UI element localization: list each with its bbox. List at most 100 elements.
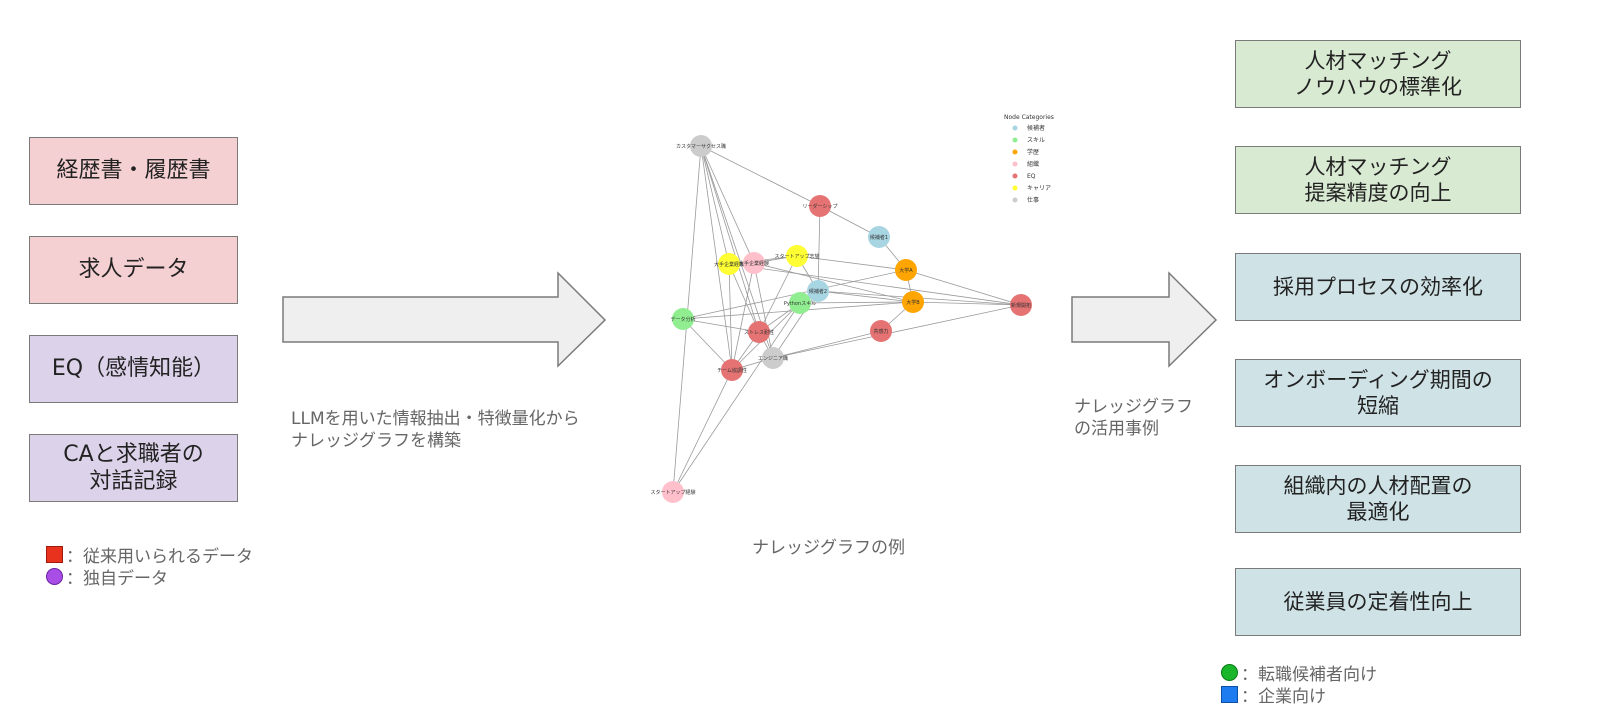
graph-edge xyxy=(817,290,914,303)
graph-node-label: ストレス耐性 xyxy=(744,329,774,336)
graph-node-circle xyxy=(672,308,694,330)
graph-node-circle xyxy=(721,359,743,381)
purple-circle-icon xyxy=(46,568,63,585)
graph-edge xyxy=(817,205,821,292)
graph-node-circle xyxy=(743,252,765,274)
graph-node: リーダーシップ xyxy=(803,195,838,217)
graph-edge xyxy=(700,145,755,264)
graph-node-label: 新規開拓 xyxy=(1011,302,1031,309)
graph-edge xyxy=(912,301,1022,306)
graph-node: スタートアップ志望 xyxy=(774,245,820,267)
graph-node: エンジニア職 xyxy=(758,347,788,369)
graph-node-circle xyxy=(902,291,924,313)
graph-legend-swatch xyxy=(1012,173,1018,179)
use-arrow xyxy=(1071,271,1218,368)
output-placement-optimization: 組織内の人材配置の 最適化 xyxy=(1235,465,1521,533)
graph-edge xyxy=(682,318,760,333)
blue-square-icon xyxy=(1221,686,1238,703)
graph-node: ストレス耐性 xyxy=(744,321,774,343)
red-square-icon xyxy=(46,546,63,563)
graph-node-circle xyxy=(807,280,829,302)
graph-node-label: リーダーシップ xyxy=(803,203,838,210)
graph-edge xyxy=(682,318,733,371)
graph-node-circle xyxy=(789,292,811,314)
graph-edge xyxy=(728,263,733,371)
process-arrow xyxy=(282,271,607,368)
graph-caption: ナレッジグラフの例 xyxy=(752,538,905,558)
output-retention: 従業員の定着性向上 xyxy=(1235,568,1521,636)
graph-node: 大手企業経験 xyxy=(714,253,744,275)
graph-node-label: スタートアップ志望 xyxy=(774,253,819,260)
graph-node: チーム協調性 xyxy=(717,359,747,381)
graph-node-label: 大学B xyxy=(906,299,920,306)
process-caption: LLMを用いた情報抽出・特徴量化から ナレッジグラフを構築 xyxy=(291,409,580,452)
graph-node-label: チーム協調性 xyxy=(717,367,747,374)
graph-node-circle xyxy=(748,321,770,343)
graph-edge xyxy=(799,301,914,304)
graph-node-label: 候補者2 xyxy=(809,288,827,295)
graph-legend-swatch xyxy=(1012,161,1018,167)
graph-legend-label: スキル xyxy=(1027,137,1045,144)
graph-node: 大手企業経験 xyxy=(739,252,769,274)
graph-legend-label: 組織 xyxy=(1027,160,1039,168)
graph-edge xyxy=(772,304,1022,359)
graph-edge xyxy=(700,145,760,333)
graph-legend-swatch xyxy=(1012,137,1018,143)
graph-legend-swatch xyxy=(1012,125,1018,131)
graph-node: カスタマーサクセス職 xyxy=(676,135,726,157)
graph-node-circle xyxy=(870,320,892,342)
graph-legend-swatch xyxy=(1012,149,1018,155)
legend-conventional: ：従来用いられるデータ xyxy=(46,542,253,567)
graph-node-label: 大学A xyxy=(899,267,913,274)
input-resume: 経歴書・履歴書 xyxy=(29,137,238,205)
graph-legend-label: 仕事 xyxy=(1027,196,1039,204)
graph-edge xyxy=(700,145,821,207)
legend-company: ：企業向け xyxy=(1221,682,1326,707)
graph-node-circle xyxy=(690,135,712,157)
graph-node-circle xyxy=(762,347,784,369)
graph-edge xyxy=(819,205,880,238)
legend-original: ：独自データ xyxy=(46,564,168,589)
graph-node-label: 候補者1 xyxy=(870,234,888,241)
graph-edge xyxy=(728,263,760,333)
graph-edges xyxy=(672,145,1022,493)
graph-node-circle xyxy=(718,253,740,275)
graph-node: データ分析 xyxy=(670,308,696,330)
graph-edge xyxy=(672,369,733,493)
output-matching-standardization: 人材マッチング ノウハウの標準化 xyxy=(1235,40,1521,108)
graph-node-label: 大手企業経験 xyxy=(739,260,769,267)
input-job-data: 求人データ xyxy=(29,236,238,304)
graph-node: 大学A xyxy=(895,259,917,281)
graph-node-circle xyxy=(1010,294,1032,316)
graph-legend-label: 学歴 xyxy=(1027,148,1039,156)
graph-edge xyxy=(758,255,798,333)
graph-legend-swatch xyxy=(1012,197,1018,203)
graph-edge xyxy=(672,302,801,493)
graph-node-circle xyxy=(809,195,831,217)
output-onboarding-shortening: オンボーディング期間の 短縮 xyxy=(1235,359,1521,427)
input-dialogue-log: CAと求職者の 対話記録 xyxy=(29,434,238,502)
graph-node-circle xyxy=(895,259,917,281)
input-eq: EQ（感情知能） xyxy=(29,335,238,403)
graph-node-circle xyxy=(662,481,684,503)
graph-node: 大学B xyxy=(902,291,924,313)
graph-node-circle xyxy=(786,245,808,267)
graph-edge xyxy=(700,145,730,265)
graph-legend-swatch xyxy=(1012,185,1018,191)
graph-node-label: Pythonスキル xyxy=(784,301,816,307)
graph-edge xyxy=(772,330,882,359)
graph-node: 候補者2 xyxy=(807,280,829,302)
output-hiring-efficiency: 採用プロセスの効率化 xyxy=(1235,253,1521,321)
output-matching-accuracy: 人材マッチング 提案精度の向上 xyxy=(1235,146,1521,214)
graph-edge xyxy=(796,255,907,271)
graph-legend-label: 候補者 xyxy=(1027,124,1045,132)
legend-candidate: ：転職候補者向け xyxy=(1221,660,1377,685)
graph-edge xyxy=(905,269,1022,306)
graph-node-label: 大手企業経験 xyxy=(714,261,744,268)
graph-edge xyxy=(753,262,774,359)
graph-node-label: エンジニア職 xyxy=(758,355,788,362)
